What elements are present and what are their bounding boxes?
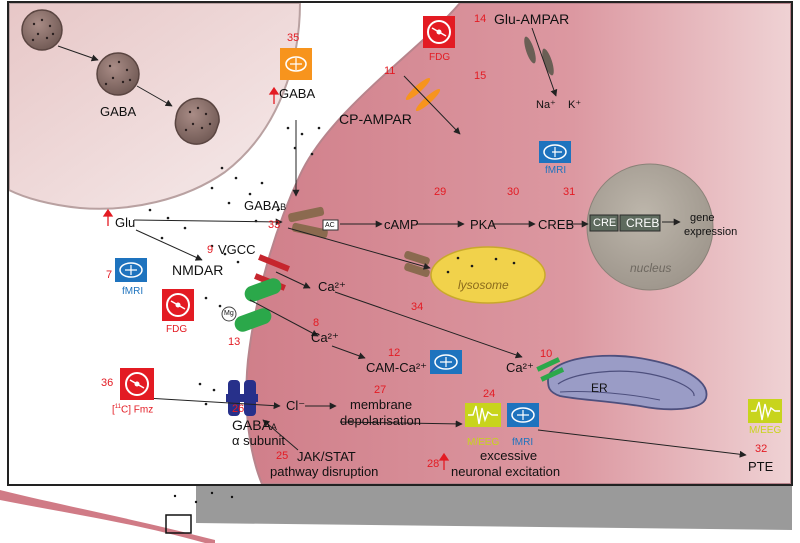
neurotransmitter-dots [148,126,321,406]
gaba-b-label: GABAB [244,198,287,213]
cam-ca-label: CAM-Ca²⁺ [366,360,428,375]
meeg-badge-center [465,403,501,427]
ref-35: 35 [287,32,300,44]
cre-box [589,214,619,232]
fmri-caption-left: fMRI [122,286,144,297]
gaba-label-left: GABA [100,104,137,119]
calcium-label-1: Ca²⁺ [318,279,346,294]
meeg-caption-right: M/EEG [749,425,782,436]
meeg-badge-right [748,399,782,423]
ref-36: 36 [101,377,114,389]
glu-label: Glu [115,215,136,230]
camp-label: cAMP [384,217,419,232]
ref-24: 24 [483,388,496,400]
ref-9: 9 [207,244,214,256]
calcium-label-3: Ca²⁺ [506,360,534,375]
ref-29: 29 [434,186,447,198]
gaba-imaging-badge [280,48,312,80]
ref-27: 27 [374,384,387,396]
cam-imaging-badge [430,350,462,374]
fdg-badge-top [423,16,455,48]
receptors [226,36,565,416]
ref-28: 28 [427,458,440,470]
fmz-badge [120,368,154,400]
zoom-box [165,514,192,534]
glu-ampar-label: Glu-AMPAR [494,11,570,27]
neuronal-excitation-label: neuronal excitation [451,464,561,479]
excessive-label: excessive [480,448,538,463]
ac-label: AC [325,222,335,229]
lysosome [430,246,546,304]
creb-label: CREB [538,217,575,232]
gaba-vesicles [21,9,220,145]
cp-ampar-label: CP-AMPAR [339,111,412,127]
fmri-badge-left [115,258,147,282]
ref-15: 15 [474,70,487,82]
ref-31: 31 [563,186,576,198]
nucleus-label: nucleus [630,261,672,275]
lysosome-label: lysosome [458,278,509,292]
pka-label: PKA [470,217,497,232]
alpha-subunit-label: α subunit [232,433,286,448]
potassium-label: K⁺ [568,99,582,111]
fdg-badge-left [162,289,194,321]
ref-14: 14 [474,13,487,25]
jak-stat-label: JAK/STAT [297,449,356,464]
fmz-caption: [11C] Fmz [112,404,154,416]
fmri-badge-bottom [507,403,539,427]
cre-box-label: CRE [593,217,617,229]
expression-label: expression [684,226,738,238]
ref-11: 11 [384,65,396,77]
er-label: ER [591,381,608,395]
ref-26: 26 [232,403,245,415]
ref-8: 8 [313,317,320,329]
creb-box-label: CREB [626,216,660,230]
gaba-a-label: GABAA [232,417,277,433]
ref-13: 13 [228,336,241,348]
ref-33: 33 [268,219,281,231]
fmri-badge-top [539,141,571,163]
zoom-inset-region [0,486,792,543]
ref-34: 34 [411,301,424,313]
increase-arrows [102,86,450,470]
calcium-label-2: Ca²⁺ [311,330,339,345]
fmri-caption-top: fMRI [545,165,567,176]
endoplasmic-reticulum [547,354,708,411]
sodium-label: Na⁺ [536,99,556,111]
meeg-caption-center: M/EEG [467,437,500,448]
nmdar-label: NMDAR [172,262,224,278]
depolarisation-label: depolarisation [340,413,421,428]
ref-25: 25 [276,450,289,462]
ref-30: 30 [507,186,520,198]
ref-32: 32 [755,443,768,455]
pathway-arrows [133,27,747,458]
ref-10: 10 [540,348,553,360]
pathway-disruption-label: pathway disruption [270,464,379,479]
creb-box [619,214,661,232]
fmri-caption-bottom: fMRI [512,437,534,448]
ref-12: 12 [388,347,401,359]
pte-label: PTE [748,459,774,474]
membrane-label: membrane [350,397,413,412]
ref-7: 7 [106,269,113,281]
mg-label: Mg [224,310,234,317]
chloride-label: Cl⁻ [286,398,306,413]
gaba-label-top: GABA [279,86,316,101]
vgcc-label: VGCC [218,242,256,257]
fdg-caption-left: FDG [166,324,188,335]
gene-label: gene [690,212,715,224]
fdg-caption-top: FDG [429,52,451,63]
